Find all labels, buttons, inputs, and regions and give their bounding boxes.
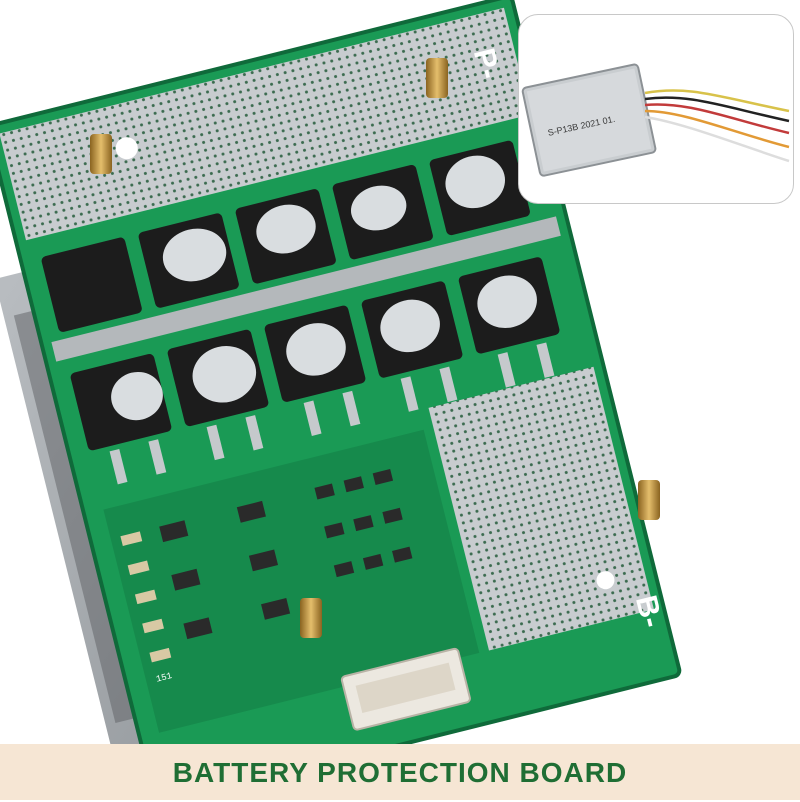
mosfet-row-bottom (70, 257, 560, 451)
brass-standoffs (90, 58, 660, 638)
brass-standoff (300, 598, 322, 638)
b-minus-label: B- (629, 592, 669, 631)
pcb-board: P- B- (0, 0, 682, 800)
wire-connector (340, 647, 471, 731)
inset-board-image: S-P13B 2021 01. (521, 63, 790, 177)
brass-standoff (90, 134, 112, 174)
caption-band (0, 744, 800, 800)
product-caption: BATTERY PROTECTION BOARD (172, 757, 628, 788)
brass-standoff (426, 58, 448, 98)
copper-pad-top (0, 7, 531, 241)
mosfet-component (41, 237, 142, 332)
control-circuit: 151 (103, 429, 480, 733)
silkscreen-label: 151 (155, 671, 173, 685)
mosfet-row-top (41, 140, 530, 332)
brass-standoff (638, 480, 660, 520)
inset-product-view: S-P13B 2021 01. (518, 14, 794, 204)
